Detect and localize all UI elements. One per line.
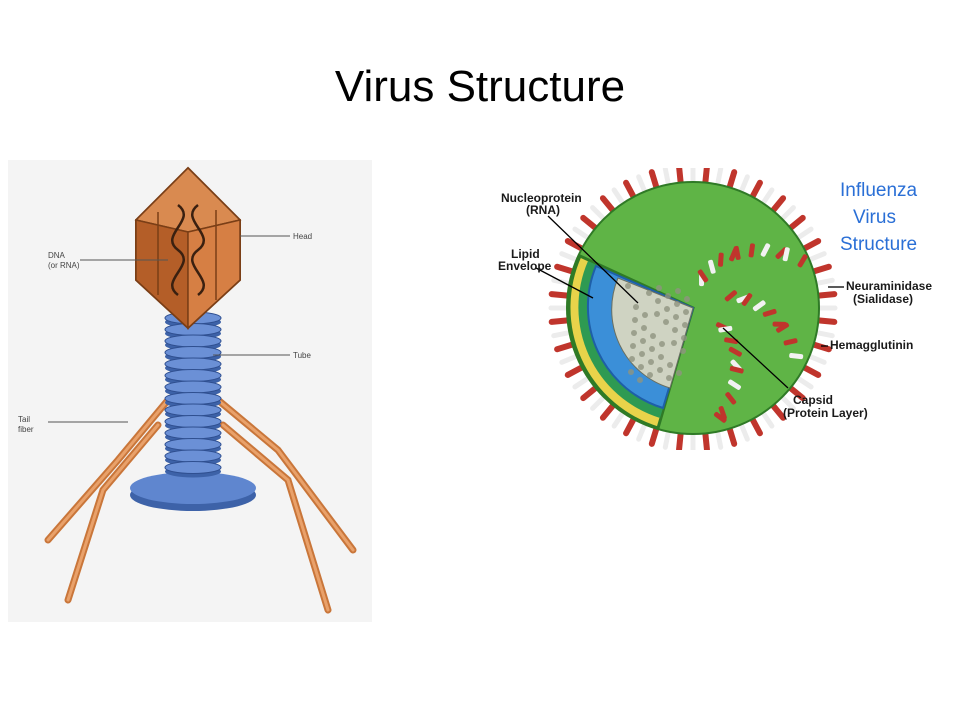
heading-structure: Structure bbox=[840, 234, 917, 255]
label-nucleoprotein: Nucleoprotein bbox=[501, 191, 582, 205]
dna-helix bbox=[171, 204, 205, 296]
label-sialidase: (Sialidase) bbox=[853, 292, 913, 306]
cutaway-section bbox=[567, 254, 695, 430]
label-tube: Tube bbox=[293, 351, 311, 360]
label-protein-layer: (Protein Layer) bbox=[783, 406, 868, 420]
label-hemagglutinin: Hemagglutinin bbox=[830, 338, 913, 352]
capsid-head bbox=[134, 166, 242, 330]
label-lipid: Lipid bbox=[511, 247, 540, 261]
label-capsid: Capsid bbox=[793, 393, 833, 407]
label-dna: DNA bbox=[48, 251, 66, 260]
label-neuraminidase: Neuraminidase bbox=[846, 279, 932, 293]
surface-proteins bbox=[697, 243, 808, 423]
heading-influenza: Influenza bbox=[840, 180, 918, 201]
label-head: Head bbox=[293, 232, 312, 241]
label-nucleoprotein-sub: (RNA) bbox=[526, 203, 560, 217]
label-dna-sub: (or RNA) bbox=[48, 261, 80, 270]
nucleoprotein-rna bbox=[625, 283, 690, 383]
heading-virus: Virus bbox=[853, 207, 896, 228]
label-envelope: Envelope bbox=[498, 259, 552, 273]
bacteriophage-diagram: Head DNA (or RNA) Tube Tail fiber bbox=[8, 160, 372, 622]
slide-title: Virus Structure bbox=[334, 62, 626, 111]
label-tail-sub: fiber bbox=[18, 425, 34, 434]
tail-tube bbox=[164, 311, 222, 478]
label-tail: Tail bbox=[18, 415, 30, 424]
influenza-diagram: Nucleoprotein (RNA) Lipid Envelope Influ… bbox=[488, 168, 948, 450]
